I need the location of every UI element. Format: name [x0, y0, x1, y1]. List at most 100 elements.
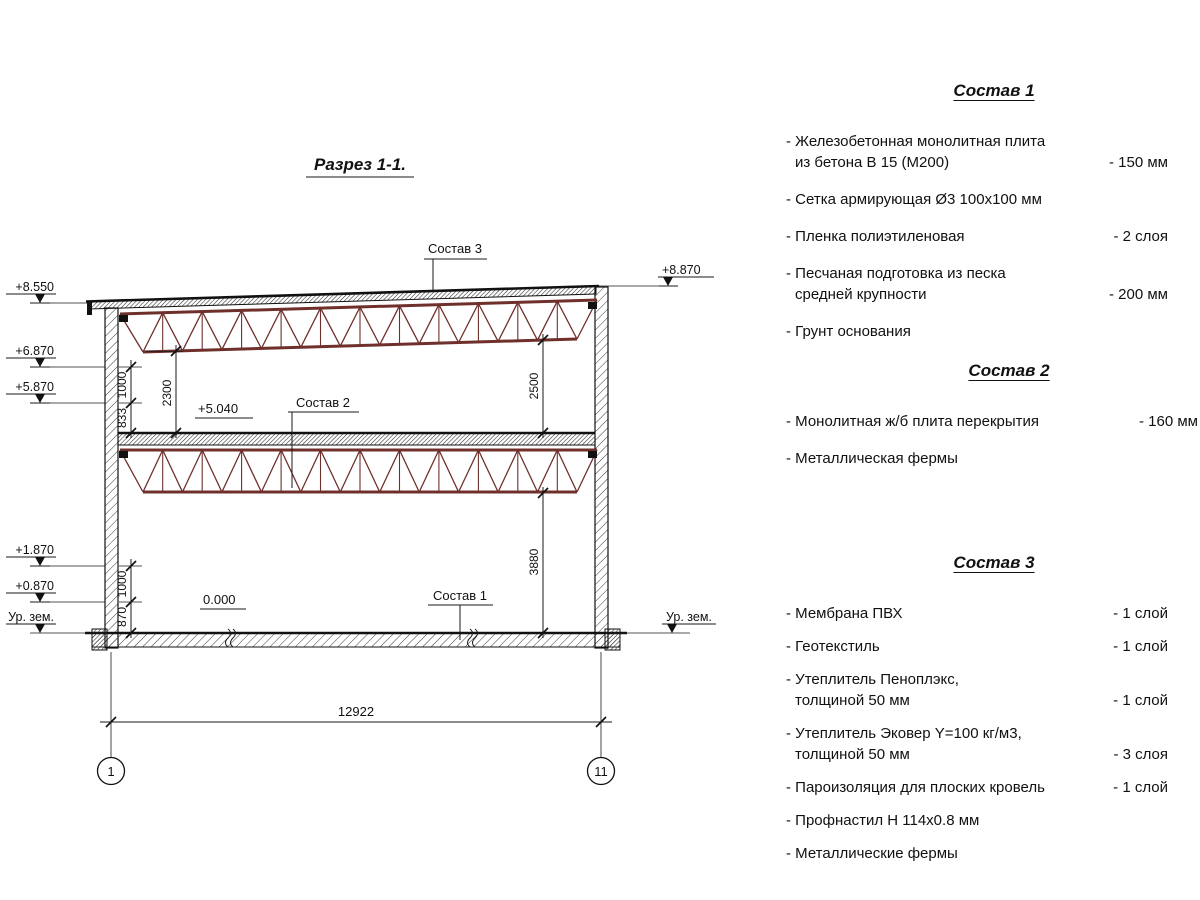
callout-text: Состав 1: [433, 588, 487, 603]
elevation-arrow-icon: [35, 624, 45, 633]
spec-heading: Состав 2: [968, 361, 1050, 380]
spec-item-text2: толщиной 50 мм: [795, 746, 910, 763]
spec-item: - Утеплитель Эковер Y=100 кг/м3, толщино…: [768, 723, 1168, 765]
dim-text: 1000: [115, 371, 129, 398]
spec-item-value: - 150 мм: [1109, 154, 1168, 171]
spec-item: - Пленка полиэтиленовая - 2 слоя: [768, 226, 1168, 247]
spec-item: - Монолитная ж/б плита перекрытия - 160 …: [768, 411, 1198, 432]
bearing-pad: [119, 315, 128, 322]
dim-text: 2500: [527, 372, 541, 399]
spec-item-value: - 1 слой: [1113, 605, 1168, 622]
spec-item: - Железобетонная монолитная плита из бет…: [768, 131, 1168, 173]
spec-item-value: - 1 слой: [1113, 638, 1168, 655]
spec-heading: Состав 3: [953, 553, 1035, 572]
elevation-text: +5.870: [15, 380, 54, 394]
spec-item: - Утеплитель Пеноплэкс, толщиной 50 мм -…: [768, 669, 1168, 711]
elevation-text: +1.870: [15, 543, 54, 557]
axis-bubble-11: 11: [586, 756, 616, 786]
spec-item: - Мембрана ПВХ - 1 слой: [768, 603, 1168, 624]
spec-item-value: - 1 слой: [1113, 692, 1168, 709]
elevation-mark-8550: +8.550: [6, 280, 87, 304]
elevation-text: +8.870: [662, 263, 701, 277]
spec-item-text: - Железобетонная монолитная плита: [786, 133, 1046, 150]
dim-text: 2300: [160, 379, 174, 406]
elevation-arrow-icon: [667, 624, 677, 633]
callout-text: Состав 3: [428, 241, 482, 256]
ground-level-text: Ур. зем.: [8, 610, 54, 624]
axis-number: 11: [594, 764, 608, 779]
axis-number: 1: [107, 764, 114, 779]
axis-bubble-1: 1: [96, 756, 126, 786]
dim-text: 833: [115, 408, 129, 428]
break-mark: [225, 628, 231, 648]
callout-sostav3: Состав 3: [424, 241, 487, 291]
dim-text: 12922: [338, 704, 374, 719]
spec-item-text2: из бетона В 15 (М200): [795, 154, 950, 171]
bearing-pad: [588, 302, 597, 309]
section-drawing: Разрез 1-1.: [6, 155, 716, 786]
spec-item-text2: толщиной 50 мм: [795, 692, 910, 709]
spec-item-value: - 160 мм: [1139, 413, 1198, 430]
floor-slab: [117, 431, 596, 446]
callout-sostav1: Состав 1: [428, 588, 493, 640]
spec-item-text: - Мембрана ПВХ: [786, 605, 903, 622]
spec-item: - Металлические фермы: [768, 843, 1168, 864]
spec-item-text: - Геотекстиль: [786, 638, 880, 655]
dim-3880: 3880: [527, 487, 549, 639]
spec-item-text2: средней крупности: [795, 286, 927, 303]
spec-item-text: - Металлическая фермы: [786, 450, 958, 467]
ground-level-mark-left: Ур. зем.: [6, 610, 105, 634]
spec-item-text: - Металлические фермы: [786, 845, 958, 862]
spec-item: - Песчаная подготовка из песка средней к…: [768, 263, 1168, 305]
spec-item-value: - 2 слоя: [1113, 228, 1168, 245]
ground-level-mark-right: Ур. зем.: [608, 610, 716, 634]
break-mark: [472, 628, 478, 648]
spec-section-1: Состав 1 - Железобетонная монолитная пли…: [768, 80, 1168, 358]
spec-item-text: - Профнастил Н 114x0.8 мм: [786, 812, 980, 829]
ground-level-text: Ур. зем.: [666, 610, 712, 624]
floor-truss: [119, 448, 598, 494]
spec-item-text: - Утеплитель Пеноплэкс,: [786, 671, 959, 688]
elevation-arrow-icon: [663, 277, 673, 286]
spec-item: - Металлическая фермы: [768, 448, 1198, 469]
dim-2300: 2300: [146, 345, 183, 439]
spec-item: - Сетка армирующая Ø3 100x100 мм: [768, 189, 1168, 210]
dim-text: 870: [115, 607, 129, 627]
spec-item-value: - 3 слоя: [1113, 746, 1168, 763]
roof-slab: [85, 284, 600, 315]
spec-item: - Пароизоляция для плоских кровель - 1 с…: [768, 777, 1168, 798]
ground-slab: [85, 628, 627, 651]
dim-text: 1000: [115, 570, 129, 597]
spec-item-text: - Песчаная подготовка из песка: [786, 265, 1006, 282]
elevation-mark-0870: +0.870: [6, 579, 105, 603]
level-text: +5.040: [198, 401, 238, 416]
elevation-arrow-icon: [35, 394, 45, 403]
spec-section-3: Состав 3 - Мембрана ПВХ - 1 слой - Геоте…: [768, 552, 1168, 876]
elevation-mark-8870: +8.870: [599, 263, 714, 287]
bearing-pad: [119, 451, 128, 458]
elevation-text: +6.870: [15, 344, 54, 358]
spec-item-text: - Монолитная ж/б плита перекрытия: [786, 413, 1040, 430]
drawing-title: Разрез 1-1.: [314, 155, 406, 174]
dims-upper-left: 1000 833: [115, 360, 142, 439]
elevation-mark-6870: +6.870: [6, 344, 105, 368]
elevation-arrow-icon: [35, 294, 45, 303]
dim-text: 3880: [527, 548, 541, 575]
spec-item: - Геотекстиль - 1 слой: [768, 636, 1168, 657]
spec-item-text: - Утеплитель Эковер Y=100 кг/м3,: [786, 725, 1022, 742]
dim-overall: 12922: [100, 652, 612, 757]
level-text: 0.000: [203, 592, 236, 607]
callout-sostav2: Состав 2: [288, 395, 359, 488]
spec-item-text: - Грунт основания: [786, 323, 911, 340]
elevation-mark-1870: +1.870: [6, 543, 105, 567]
bearing-pad: [588, 451, 597, 458]
elevation-mark-5870: +5.870: [6, 380, 105, 404]
elevation-text: +0.870: [15, 579, 54, 593]
dim-2500: 2500: [527, 334, 549, 439]
elevation-arrow-icon: [35, 358, 45, 367]
elevation-text: +8.550: [15, 280, 54, 294]
spec-item-text: - Пароизоляция для плоских кровель: [786, 779, 1045, 796]
level-label-5040: +5.040: [195, 401, 253, 419]
right-wall: [594, 286, 609, 649]
